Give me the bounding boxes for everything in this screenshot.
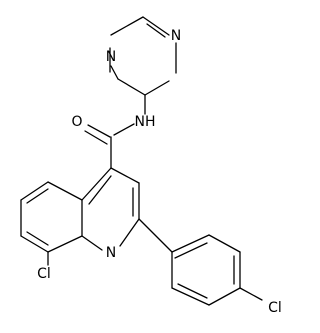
atom-label-n-pyrazine-top: N	[171, 28, 181, 44]
bond	[26, 231, 49, 246]
atom-label-chlorine-phenyl: Cl	[268, 300, 282, 316]
bond	[20, 181, 49, 201]
bond	[110, 16, 144, 36]
bond	[171, 234, 210, 253]
bond	[239, 287, 263, 301]
bond	[84, 130, 108, 145]
molecule-structure-diagram: N N O NH N Cl Cl	[20, 16, 282, 316]
bond	[47, 235, 83, 253]
bond	[177, 283, 208, 299]
atom-label-n-pyrazine-bottom: N	[106, 49, 116, 65]
bond	[110, 65, 119, 80]
bond	[81, 167, 112, 201]
bond	[146, 23, 166, 38]
bond	[113, 123, 135, 136]
atom-label-quinoline-nitrogen: N	[106, 245, 116, 261]
atom-label-carbonyl-oxygen: O	[71, 114, 82, 130]
atom-label-amide-nh: NH	[135, 114, 156, 130]
bond	[81, 235, 103, 251]
atom-label-chlorine-quinoline: Cl	[37, 266, 51, 282]
chlorophenyl-ring	[138, 218, 263, 306]
bond	[119, 218, 140, 247]
bond	[144, 80, 170, 96]
quinoline-ring-system	[20, 167, 140, 266]
pyrazine-ring	[109, 16, 177, 96]
bond	[110, 167, 140, 184]
bond	[26, 188, 49, 204]
bond	[138, 218, 173, 253]
bond	[171, 287, 210, 306]
bond	[142, 16, 170, 36]
bond	[174, 242, 208, 259]
bond	[117, 78, 146, 96]
amide-linker	[84, 94, 146, 169]
bond	[208, 287, 241, 306]
bond	[47, 181, 83, 201]
bond	[87, 124, 111, 138]
bond	[208, 234, 241, 253]
bond	[88, 175, 112, 205]
bond	[20, 235, 49, 253]
